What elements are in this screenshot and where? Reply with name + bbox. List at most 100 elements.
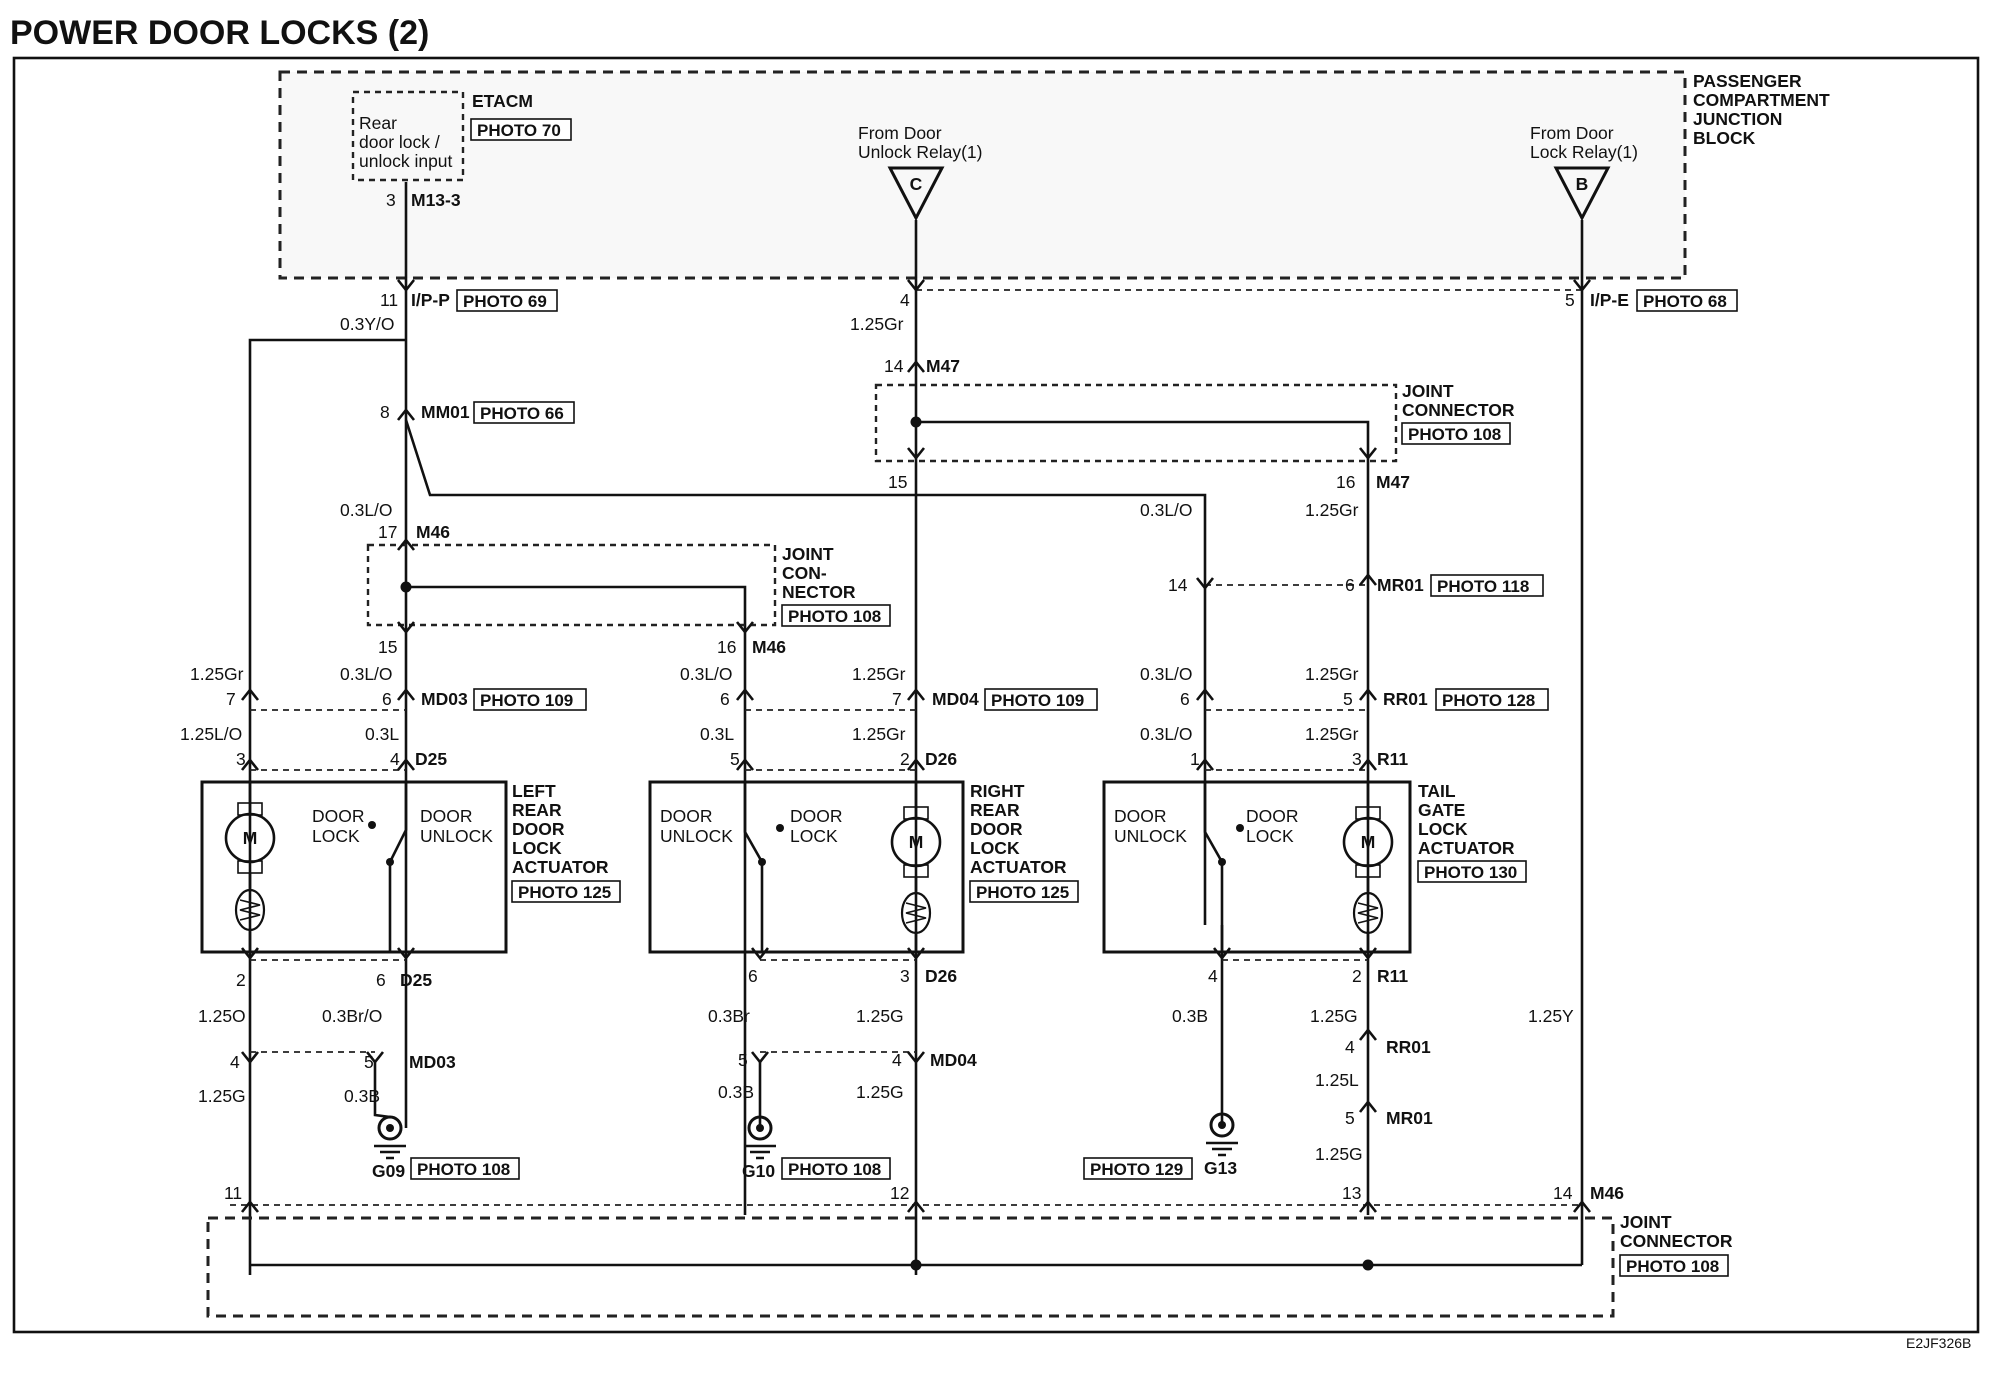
joint-connector-top: JOINT CONNECTOR PHOTO 108 [874,381,1515,463]
svg-text:CONNECTOR: CONNECTOR [1620,1231,1733,1251]
svg-text:LOCK: LOCK [1246,826,1294,846]
page-title: POWER DOOR LOCKS (2) [10,14,429,52]
svg-text:1.25Gr: 1.25Gr [852,724,906,744]
joint-connector-middle: JOINT CON- NECTOR PHOTO 108 [366,543,891,627]
svg-text:MD04: MD04 [930,1050,977,1070]
svg-text:MM01: MM01 [421,402,470,422]
svg-text:0.3L/O: 0.3L/O [1140,664,1193,684]
svg-text:1.25Gr: 1.25Gr [190,664,244,684]
svg-text:5: 5 [1565,290,1575,310]
svg-text:LOCK: LOCK [312,826,360,846]
right-rear-door-lock-actuator: M DOOR UNLOCK DOOR LOCK RIGHT REAR DOOR … [648,780,1079,954]
svg-text:DOOR: DOOR [312,806,365,826]
svg-text:DOOR: DOOR [660,806,713,826]
svg-text:6: 6 [1180,689,1190,709]
svg-text:M: M [243,828,258,848]
svg-text:12: 12 [890,1183,909,1203]
unlock-relay-label-1: From Door [858,123,942,143]
svg-text:0.3L/O: 0.3L/O [340,664,393,684]
m13-3-pin: 3 [386,190,396,210]
svg-text:PHOTO 125: PHOTO 125 [518,883,611,902]
svg-text:6: 6 [376,970,386,990]
unlock-relay-label-2: Unlock Relay(1) [858,142,982,162]
svg-text:1.25L/O: 1.25L/O [180,724,242,744]
svg-text:D25: D25 [400,970,432,990]
svg-text:PHOTO 108: PHOTO 108 [1408,425,1501,444]
svg-text:16: 16 [1336,472,1355,492]
svg-text:G09: G09 [372,1161,405,1181]
svg-text:GATE: GATE [1418,800,1465,820]
svg-text:17: 17 [378,522,397,542]
svg-text:ACTUATOR: ACTUATOR [512,857,609,877]
svg-text:PHOTO 118: PHOTO 118 [1437,577,1529,596]
svg-text:M47: M47 [1376,472,1410,492]
svg-text:LOCK: LOCK [970,838,1020,858]
svg-text:4: 4 [1208,966,1218,986]
svg-text:8: 8 [380,402,390,422]
junction-block-label-2: COMPARTMENT [1693,90,1830,110]
svg-text:PHOTO 129: PHOTO 129 [1090,1160,1183,1179]
svg-text:D26: D26 [925,966,957,986]
svg-text:13: 13 [1342,1183,1361,1203]
svg-text:0.3B: 0.3B [344,1086,380,1106]
svg-text:JOINT: JOINT [1402,381,1454,401]
svg-text:0.3Y/O: 0.3Y/O [340,314,394,334]
svg-text:6: 6 [748,966,758,986]
svg-text:RR01: RR01 [1386,1037,1431,1057]
svg-text:G13: G13 [1204,1158,1237,1178]
etacm-input-3: unlock input [359,151,453,171]
svg-text:REAR: REAR [512,800,562,820]
svg-text:PHOTO 130: PHOTO 130 [1424,863,1517,882]
svg-text:M: M [1361,832,1376,852]
svg-text:0.3Br: 0.3Br [708,1006,750,1026]
svg-text:NECTOR: NECTOR [782,582,856,602]
svg-text:R11: R11 [1377,749,1408,769]
svg-text:ACTUATOR: ACTUATOR [1418,838,1515,858]
svg-text:PHOTO 108: PHOTO 108 [417,1160,510,1179]
connector-dashes [250,289,1582,1053]
svg-text:0.3L/O: 0.3L/O [680,664,733,684]
svg-text:0.3L: 0.3L [365,724,399,744]
svg-text:1.25G: 1.25G [856,1082,904,1102]
svg-text:1.25G: 1.25G [1315,1144,1363,1164]
svg-text:DOOR: DOOR [1114,806,1167,826]
svg-text:0.3L/O: 0.3L/O [1140,724,1193,744]
svg-text:0.3L: 0.3L [700,724,734,744]
svg-text:DOOR: DOOR [970,819,1023,839]
svg-text:7: 7 [226,689,236,709]
svg-text:4: 4 [390,749,400,769]
svg-text:6: 6 [720,689,730,709]
lock-relay-label-2: Lock Relay(1) [1530,142,1638,162]
svg-text:3: 3 [1352,749,1362,769]
svg-text:0.3Br/O: 0.3Br/O [322,1006,382,1026]
svg-text:5: 5 [1343,689,1353,709]
svg-text:G10: G10 [742,1161,775,1181]
svg-text:JOINT: JOINT [782,544,834,564]
svg-text:D26: D26 [925,749,957,769]
svg-text:15: 15 [378,637,397,657]
svg-text:CON-: CON- [782,563,827,583]
svg-text:DOOR: DOOR [420,806,473,826]
junction-block: PASSENGER COMPARTMENT JUNCTION BLOCK ETA… [278,70,1830,280]
svg-text:MD03: MD03 [421,689,468,709]
svg-text:1.25Y: 1.25Y [1528,1006,1574,1026]
svg-text:4: 4 [1345,1037,1355,1057]
svg-text:1.25Gr: 1.25Gr [1305,664,1359,684]
etacm-input-2: door lock / [359,132,440,152]
svg-text:DOOR: DOOR [1246,806,1299,826]
etacm-photo: PHOTO 70 [477,121,561,140]
svg-text:UNLOCK: UNLOCK [1114,826,1187,846]
svg-text:DOOR: DOOR [512,819,565,839]
svg-text:5: 5 [1345,1108,1355,1128]
svg-text:MD04: MD04 [932,689,979,709]
svg-text:JOINT: JOINT [1620,1212,1672,1232]
svg-text:1.25Gr: 1.25Gr [1305,500,1359,520]
joint-connector-bottom: JOINT CONNECTOR PHOTO 108 [206,1204,1733,1318]
svg-text:LOCK: LOCK [512,838,562,858]
svg-text:I/P-P: I/P-P [411,290,450,310]
wires [248,182,1584,1275]
svg-text:I/P-E: I/P-E [1590,290,1629,310]
svg-text:11: 11 [380,290,398,310]
svg-text:14: 14 [1553,1183,1573,1203]
